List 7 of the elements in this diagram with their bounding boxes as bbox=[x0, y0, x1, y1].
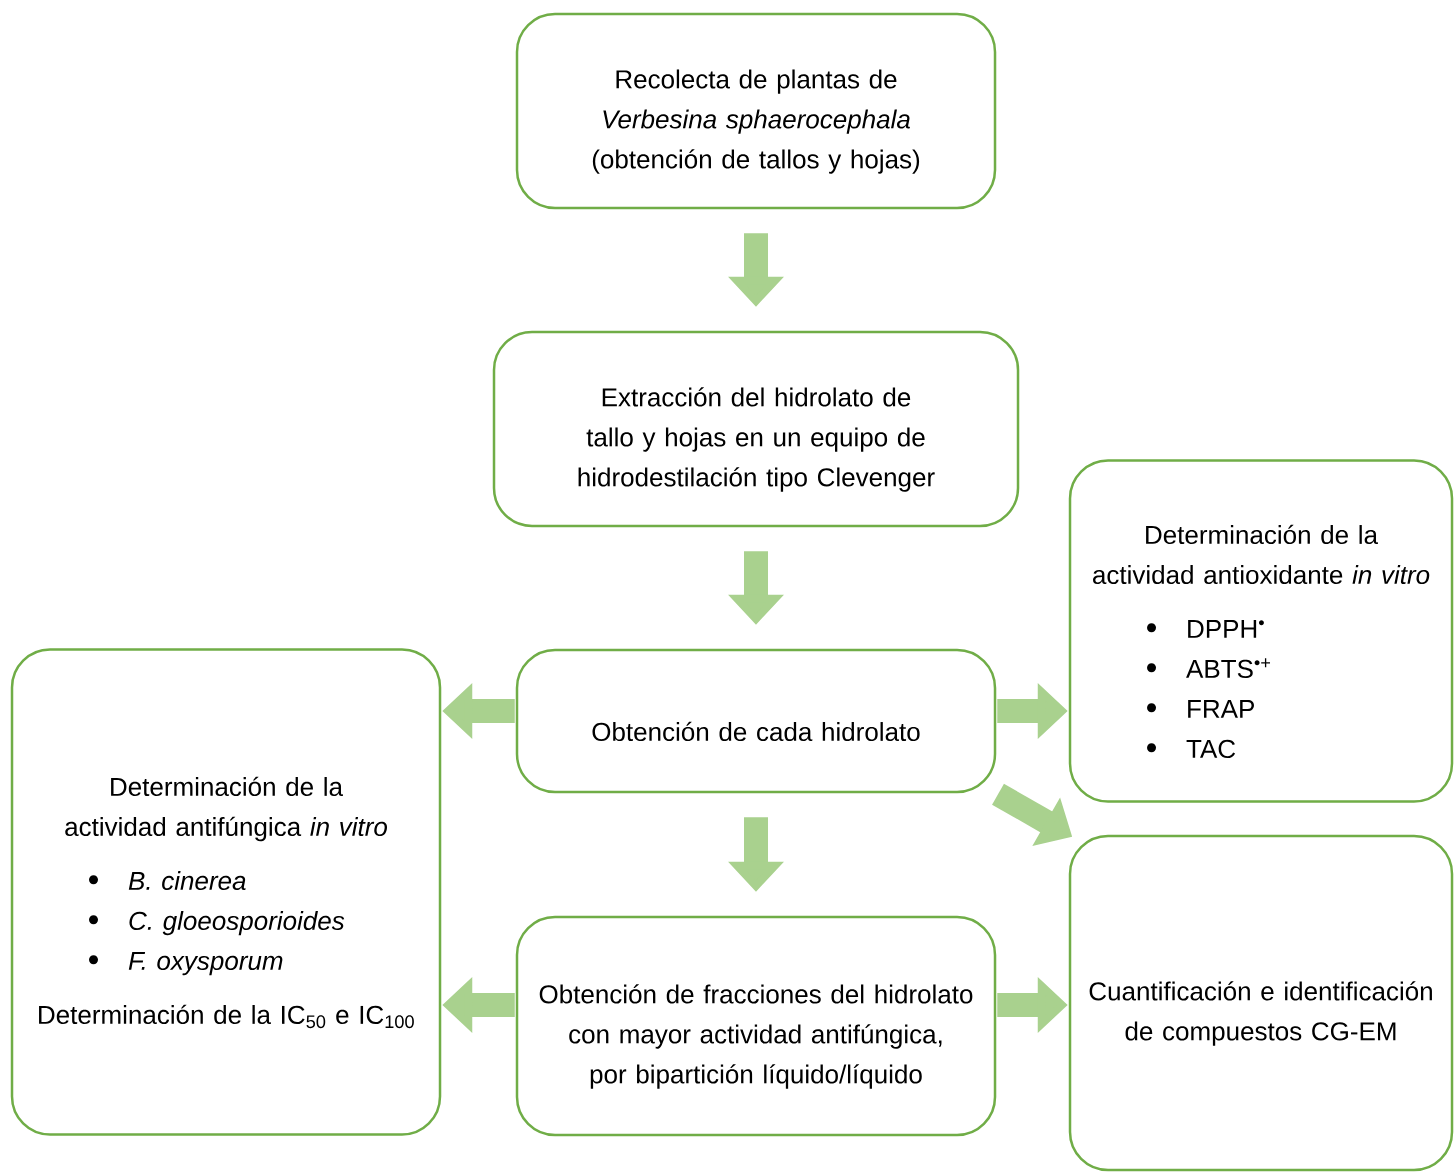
process-box: Recolecta de plantas de Verbesina sphaerocephala (obtención de tallos y hojas) bbox=[515, 12, 997, 210]
process-box: Cuantificación e identificación de compuestos CG-EM bbox=[1068, 834, 1454, 1172]
process-box: Determinación de la actividad antifúngica in vitro B. cinerea C. gloeosporioides F. oxysporum Determinación de la IC$_{50}$ e IC$_{100}$ bbox=[10, 648, 442, 1136]
process-box: Determinación de la actividad antioxidante in vitro DPPH$^{•}$ ABTS$^{•+}$ FRAP TAC bbox=[1068, 459, 1454, 803]
process-box: Extracción del hidrolato de tallo y hojas en un equipo de hidrodestilación tipo Clevenger bbox=[492, 330, 1020, 528]
process-box: Obtención de cada hidrolato bbox=[515, 648, 997, 794]
process-box: Obtención de fracciones del hidrolato con mayor actividad antifúngica, por bipartición líquido/líquido bbox=[515, 915, 997, 1137]
